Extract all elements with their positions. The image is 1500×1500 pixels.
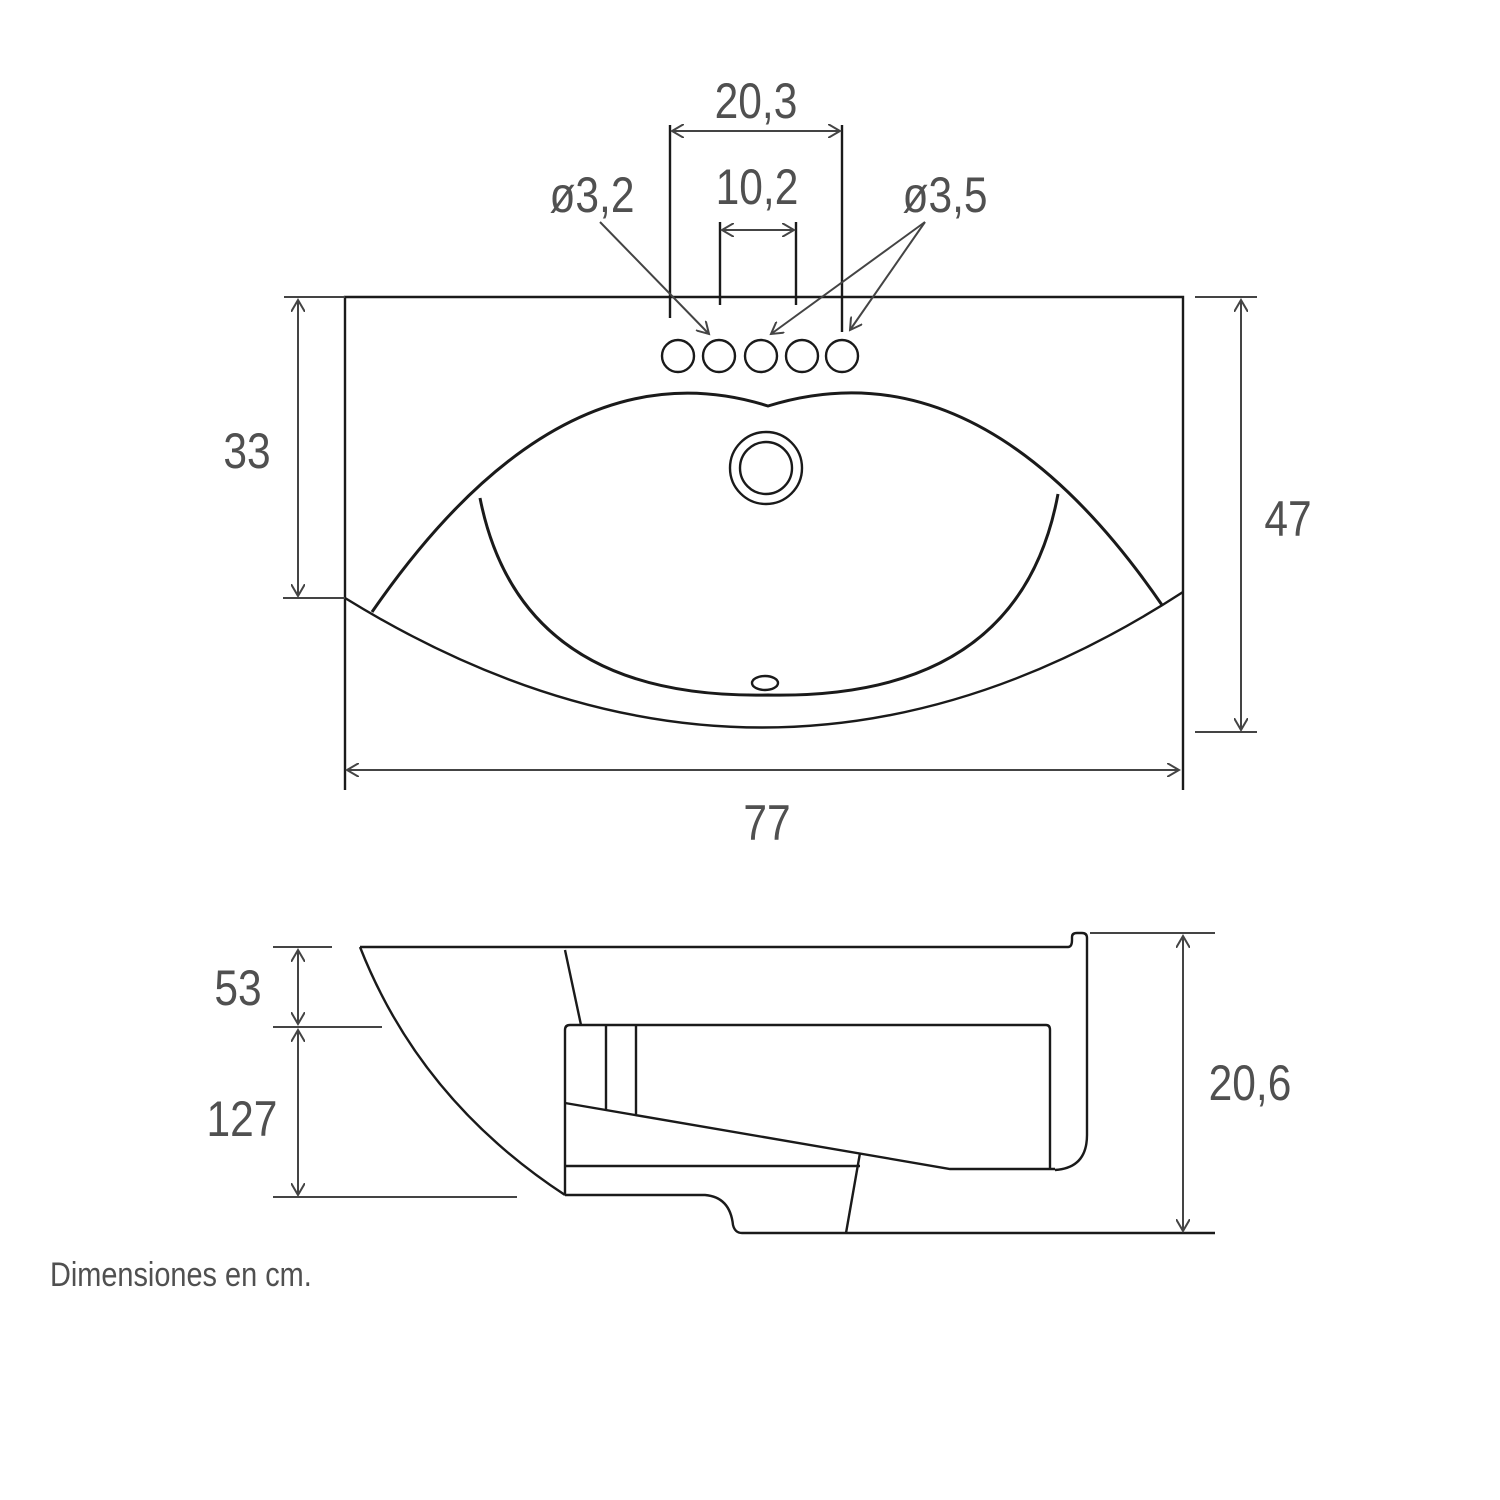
ext-47 — [1195, 296, 1257, 733]
front-edge-curve — [344, 590, 1184, 729]
bowl-back-line — [563, 949, 583, 1026]
label-53: 53 — [214, 960, 261, 1016]
cabinet-panel-lines — [604, 1025, 638, 1114]
side-view: 53 127 20,6 — [207, 931, 1292, 1235]
overflow-outer — [728, 430, 804, 506]
base-profile — [565, 1193, 1215, 1235]
label-127: 127 — [207, 1091, 278, 1147]
drain-hole — [750, 674, 780, 692]
label-47: 47 — [1264, 491, 1311, 547]
cabinet-box — [563, 1023, 1052, 1195]
label-20-6: 20,6 — [1209, 1055, 1292, 1111]
units-footnote: Dimensiones en cm. — [50, 1255, 312, 1294]
basin-outer-curve — [370, 391, 1164, 613]
slanted-line — [564, 1101, 1055, 1171]
leader-large-hole-1 — [771, 221, 926, 334]
ext-side-left — [273, 946, 517, 1198]
top-view: 20,3 10,2 ø3,2 ø3,5 33 47 77 — [223, 73, 1311, 851]
faucet-holes — [660, 338, 860, 374]
label-20-3: 20,3 — [715, 73, 798, 129]
basin-inner-bowl — [478, 493, 1060, 697]
countertop-outline — [343, 295, 1185, 790]
ext-33 — [283, 296, 345, 599]
bowl-front-curve — [358, 946, 566, 1197]
label-33: 33 — [223, 423, 270, 479]
base-slant-line — [844, 1152, 862, 1234]
leader-large-hole-2 — [850, 221, 926, 330]
label-10-2: 10,2 — [716, 159, 799, 215]
label-77: 77 — [743, 795, 790, 851]
label-large-hole: ø3,5 — [902, 167, 987, 223]
label-small-hole: ø3,2 — [549, 167, 634, 223]
side-profile-outline — [360, 931, 1089, 1172]
overflow-inner — [738, 440, 794, 496]
extension-lines — [668, 125, 844, 332]
leader-small-hole — [599, 221, 709, 334]
